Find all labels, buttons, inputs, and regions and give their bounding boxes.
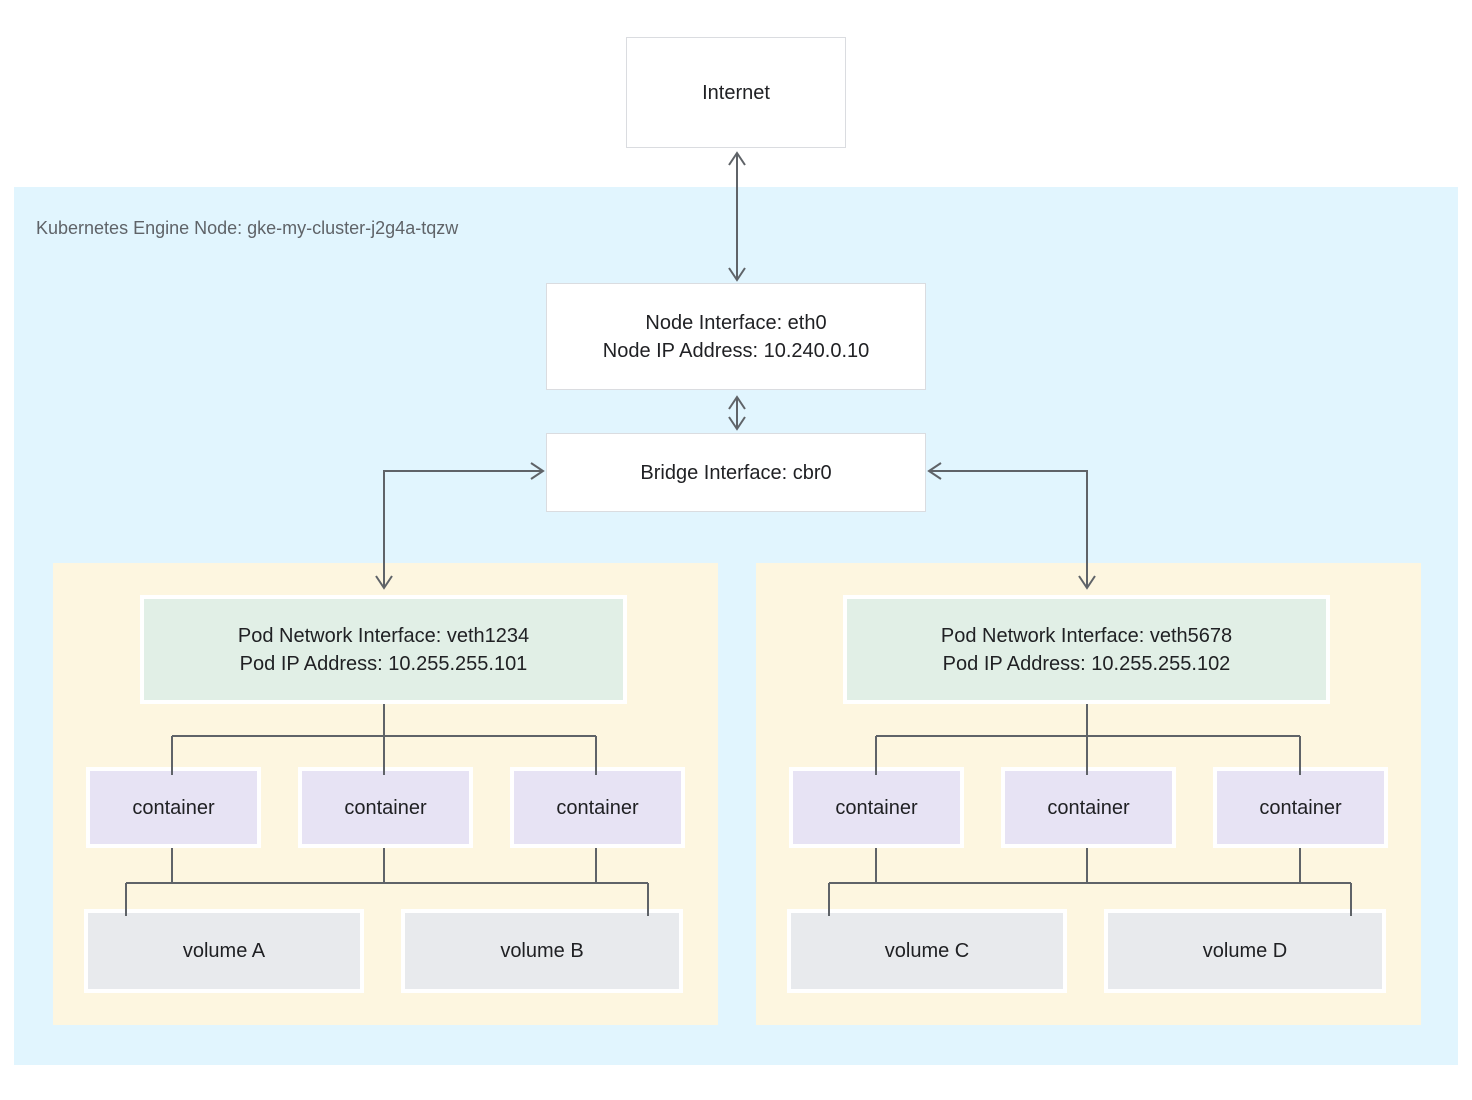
internet-box: Internet (626, 37, 846, 148)
node-ip-address: Node IP Address: 10.240.0.10 (602, 339, 870, 362)
pod-1-container-3: container (510, 767, 685, 848)
pod-2-network-interface-box: Pod Network Interface: veth5678 Pod IP A… (843, 595, 1330, 704)
pod-1-interface-name: Pod Network Interface: veth1234 (237, 624, 530, 647)
pod-1-ip-address: Pod IP Address: 10.255.255.101 (239, 652, 528, 675)
pod-2-volume-c: volume C (787, 909, 1067, 993)
node-interface-box: Node Interface: eth0 Node IP Address: 10… (546, 283, 926, 390)
pod-2-volume-d: volume D (1104, 909, 1386, 993)
node-interface-name: Node Interface: eth0 (645, 311, 827, 334)
pod-2-container-1: container (789, 767, 964, 848)
pod-1-network-interface-box: Pod Network Interface: veth1234 Pod IP A… (140, 595, 627, 704)
kubernetes-engine-node-label: Kubernetes Engine Node: gke-my-cluster-j… (36, 218, 459, 238)
pod-2-container-2: container (1001, 767, 1176, 848)
bridge-interface-box: Bridge Interface: cbr0 (546, 433, 926, 512)
pod-2-ip-address: Pod IP Address: 10.255.255.102 (942, 652, 1231, 675)
pod-2-container-3: container (1213, 767, 1388, 848)
internet-label: Internet (702, 81, 770, 104)
bridge-interface-label: Bridge Interface: cbr0 (640, 461, 832, 484)
pod-2-interface-name: Pod Network Interface: veth5678 (940, 624, 1233, 647)
pod-1-volume-b: volume B (401, 909, 683, 993)
pod-1-container-2: container (298, 767, 473, 848)
pod-1-volume-a: volume A (84, 909, 364, 993)
pod-1-container-1: container (86, 767, 261, 848)
